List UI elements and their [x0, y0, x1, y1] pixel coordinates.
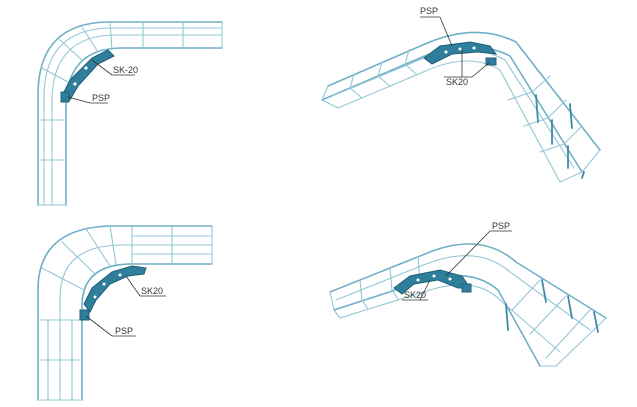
callout-label-sk20: SK20 [446, 77, 468, 87]
callout-label-psp: PSP [492, 221, 510, 231]
tray-bend-top-left [37, 21, 223, 206]
tray-bend-bottom-left [37, 225, 213, 401]
coupler-psp-bottom-right [461, 283, 472, 293]
callout-label-sk20: SK20 [404, 290, 426, 300]
coupler-psp-top-right [485, 57, 497, 66]
leader-line [471, 61, 491, 78]
view-bottom-left: SK20 PSP [37, 225, 213, 401]
tray-bend-top-right [321, 31, 601, 183]
view-top-right: PSP SK20 [321, 6, 601, 183]
leader-line [85, 315, 113, 337]
leader-line [67, 96, 91, 104]
view-bottom-right: PSP SK20 [329, 221, 607, 367]
leader-line [91, 59, 113, 76]
tray-bend-bottom-right [329, 243, 607, 367]
bracket-sk20-top-right [423, 41, 498, 65]
callouts-bottom-left: SK20 PSP [85, 275, 166, 337]
callout-label-psp: PSP [115, 326, 133, 336]
view-top-left: SK-20 PSP [37, 21, 223, 206]
leader-line [419, 279, 431, 301]
callout-label-psp: PSP [420, 6, 438, 16]
leader-line [439, 16, 453, 47]
coupler-psp-bottom-left [79, 309, 90, 321]
callouts-top-right: PSP SK20 [420, 6, 491, 87]
bracket-sk20-bottom-left [83, 265, 147, 313]
callouts-top-left: SK-20 PSP [67, 59, 138, 104]
callout-label-sk-20: SK-20 [113, 65, 138, 75]
bracket-sk20-top-left [61, 49, 115, 101]
callout-label-psp: PSP [92, 93, 110, 103]
callouts-bottom-right: PSP SK20 [402, 221, 512, 301]
leader-line [445, 230, 491, 277]
coupler-psp-top-left [60, 91, 70, 103]
callout-label-sk20: SK20 [141, 286, 163, 296]
leader-line [125, 275, 141, 297]
